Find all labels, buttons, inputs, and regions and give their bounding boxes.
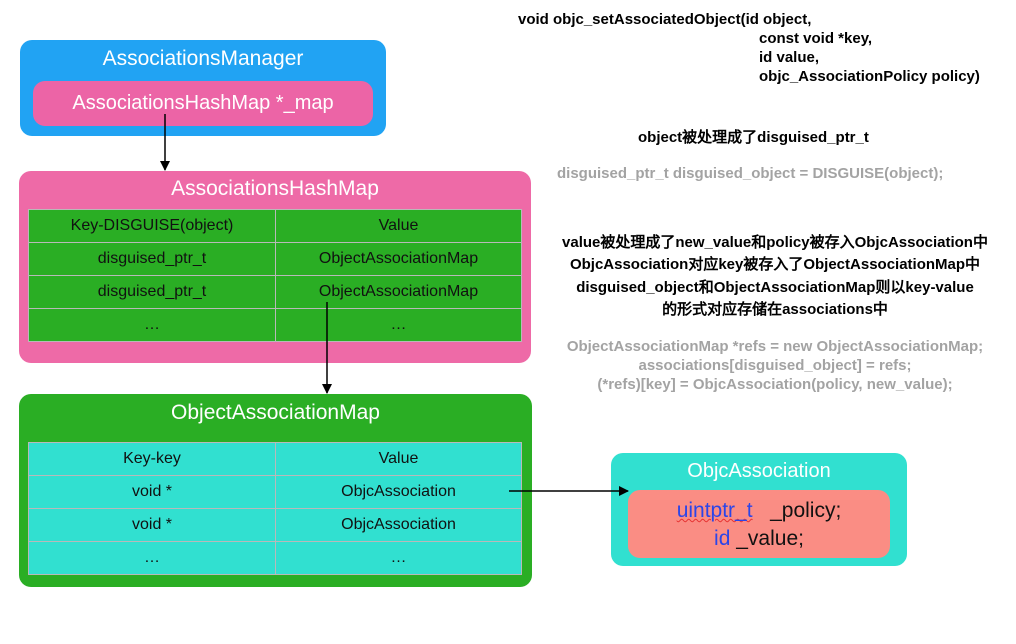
associations-manager-map-field: AssociationsHashMap *_map [33, 81, 373, 126]
associations-hash-map-box: AssociationsHashMap Key-DISGUISE(object)… [19, 171, 531, 363]
table-cell: ObjectAssociationMap [275, 242, 522, 276]
value-note-line-1: value被处理成了new_value和policy被存入ObjcAssocia… [562, 234, 988, 251]
associations-hash-map-title: AssociationsHashMap [171, 177, 379, 200]
disguise-code: disguised_ptr_t disguised_object = DISGU… [557, 165, 944, 182]
object-association-map-box: ObjectAssociationMap Key-key Value void … [19, 394, 532, 587]
associations-hash-map-table: Key-DISGUISE(object) Value disguised_ptr… [28, 209, 522, 342]
signature-line-4: objc_AssociationPolicy policy) [759, 68, 980, 85]
table-cell: ObjcAssociation [275, 508, 522, 542]
table-cell: … [275, 541, 522, 575]
table-row: void * ObjcAssociation [28, 475, 522, 509]
policy-name: _policy; [770, 499, 842, 522]
refs-code-line-3: (*refs)[key] = ObjcAssociation(policy, n… [597, 376, 953, 393]
table-row: … … [28, 308, 522, 342]
table-cell: ObjectAssociationMap [275, 275, 522, 309]
associations-manager-title: AssociationsManager [102, 47, 304, 70]
table-cell: … [275, 308, 522, 342]
value-name: _value; [736, 527, 804, 550]
table-cell: Key-key [28, 442, 276, 476]
value-type: id [714, 527, 731, 550]
policy-field: uintptr_t _policy; [628, 497, 890, 525]
table-cell: … [28, 541, 276, 575]
objc-association-box: ObjcAssociation uintptr_t _policy; id _v… [611, 453, 907, 566]
table-cell: disguised_ptr_t [28, 275, 276, 309]
refs-code-line-1: ObjectAssociationMap *refs = new ObjectA… [566, 338, 984, 355]
table-cell: void * [28, 475, 276, 509]
object-association-map-table: Key-key Value void * ObjcAssociation voi… [28, 442, 522, 575]
associations-manager-box: AssociationsManager AssociationsHashMap … [20, 40, 386, 136]
value-field: id _value; [628, 525, 890, 553]
objc-association-fields: uintptr_t _policy; id _value; [628, 490, 890, 558]
table-row: disguised_ptr_t ObjectAssociationMap [28, 275, 522, 309]
table-row: Key-key Value [28, 442, 522, 476]
objc-association-title: ObjcAssociation [687, 460, 831, 482]
object-association-map-title: ObjectAssociationMap [171, 401, 380, 424]
table-row: Key-DISGUISE(object) Value [28, 209, 522, 243]
table-row: void * ObjcAssociation [28, 508, 522, 542]
signature-line-1: void objc_setAssociatedObject(id object, [518, 11, 812, 28]
refs-code-line-2: associations[disguised_object] = refs; [638, 357, 912, 374]
signature-line-3: id value, [759, 49, 820, 66]
table-cell: disguised_ptr_t [28, 242, 276, 276]
table-row: … … [28, 541, 522, 575]
table-cell: ObjcAssociation [275, 475, 522, 509]
value-note-line-4: 的形式对应存储在associations中 [662, 301, 888, 318]
value-note-line-3: disguised_object和ObjectAssociationMap则以k… [576, 279, 974, 296]
table-cell: Value [275, 209, 522, 243]
policy-type: uintptr_t [676, 499, 753, 522]
signature-line-2: const void *key, [759, 30, 873, 47]
table-row: disguised_ptr_t ObjectAssociationMap [28, 242, 522, 276]
object-note: object被处理成了disguised_ptr_t [638, 129, 869, 146]
table-cell: … [28, 308, 276, 342]
value-note-line-2: ObjcAssociation对应key被存入了ObjectAssociatio… [569, 256, 981, 273]
table-cell: Value [275, 442, 522, 476]
